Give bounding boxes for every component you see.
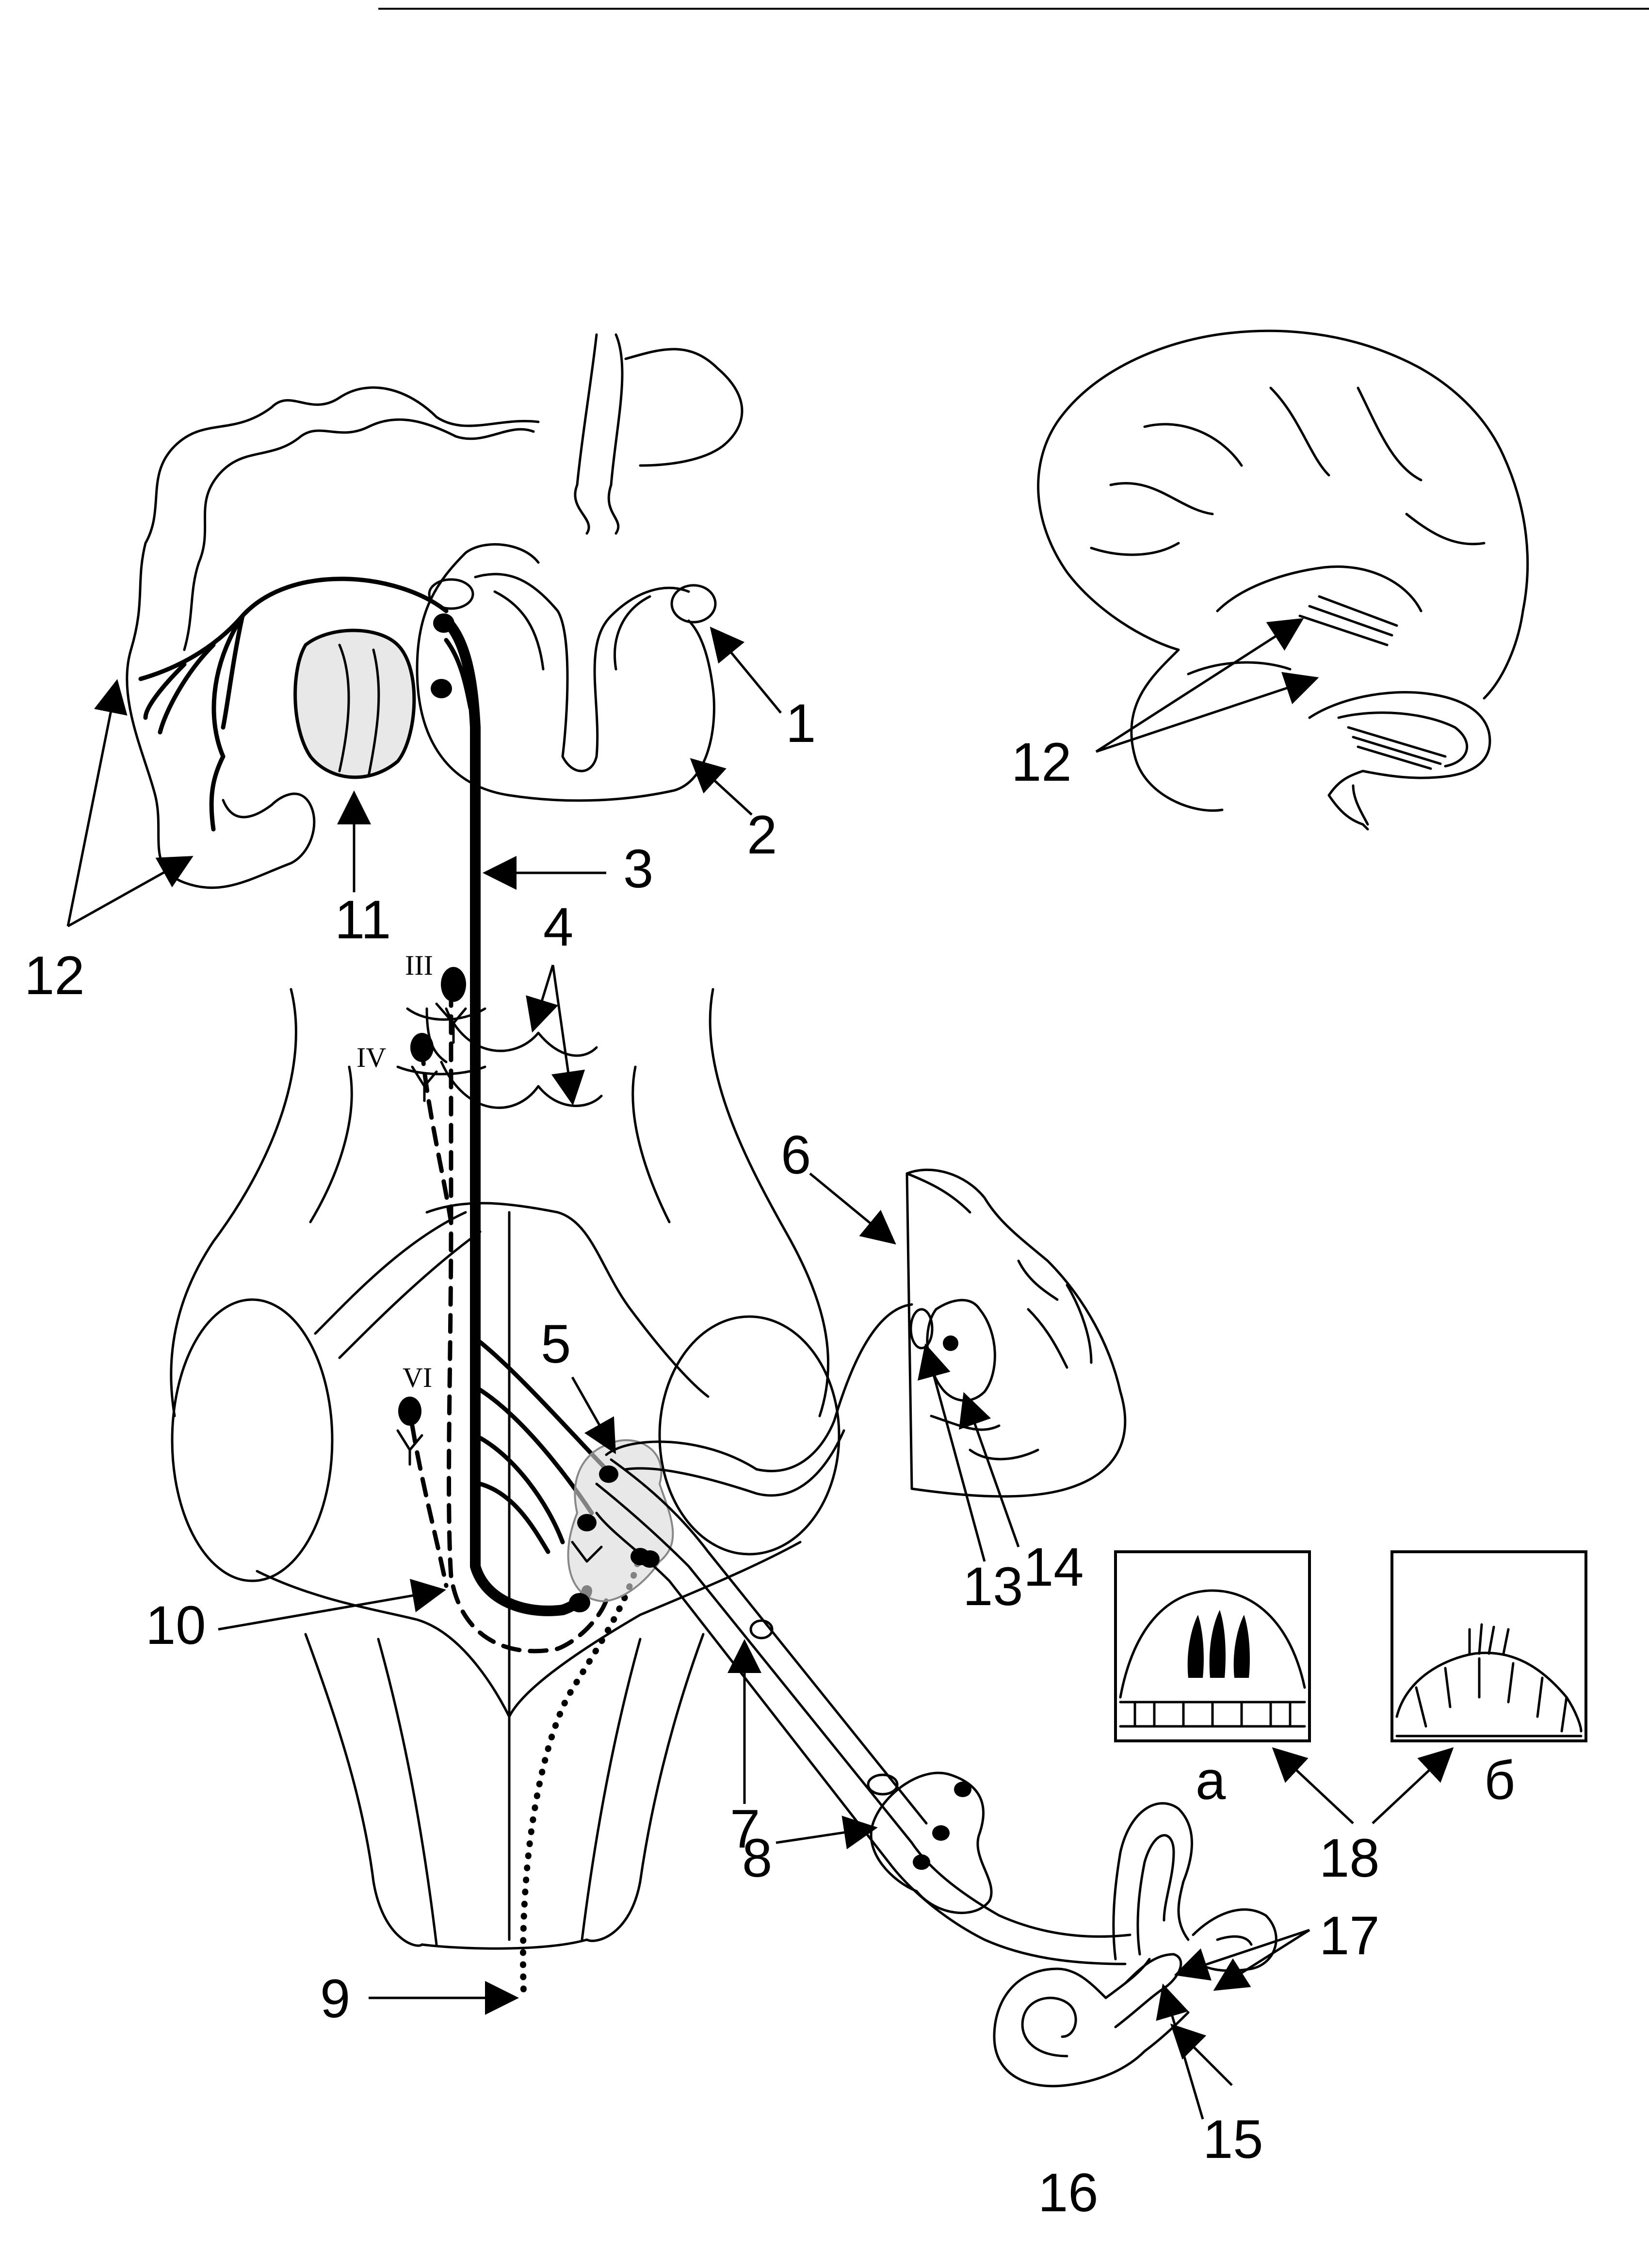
label-3: 3 — [623, 838, 653, 899]
label-7: 7 — [730, 1799, 760, 1859]
label-17: 17 — [1319, 1905, 1380, 1966]
label-13: 13 — [963, 1556, 1023, 1617]
label-14: 14 — [1023, 1537, 1084, 1597]
inset-b — [1390, 1550, 1587, 1742]
brain-coronal-section — [126, 333, 744, 889]
label-15: 15 — [1203, 2109, 1263, 2170]
pons-left-oval — [171, 1298, 334, 1582]
label-12-right: 12 — [1011, 732, 1072, 792]
leader-arrows — [66, 618, 1454, 2120]
inset-label-a: а — [1196, 1750, 1226, 1811]
nucleus-label-VI: VI — [403, 1362, 432, 1393]
label-2: 2 — [747, 804, 777, 865]
nucleus-label-IV: IV — [356, 1042, 386, 1073]
label-6: 6 — [781, 1125, 811, 1185]
label-1: 1 — [786, 693, 816, 754]
pathways — [396, 613, 1132, 2001]
pons-right-oval — [658, 1315, 841, 1556]
label-4: 4 — [543, 897, 573, 957]
brainstem — [170, 988, 841, 1950]
label-5: 5 — [541, 1314, 571, 1374]
inset-label-b: б — [1484, 1750, 1515, 1811]
vestibular-ganglion — [870, 1771, 993, 1914]
neuron-group — [398, 613, 971, 1870]
inset-a — [1114, 1550, 1311, 1742]
label-12-left: 12 — [24, 945, 85, 1006]
lateral-brain-view — [1037, 329, 1529, 831]
thalamus-block — [293, 628, 416, 779]
label-18: 18 — [1319, 1828, 1380, 1888]
label-11: 11 — [335, 889, 391, 950]
inner-ear-labyrinth — [993, 1802, 1277, 2088]
label-9: 9 — [320, 1968, 350, 2029]
cerebellum-fragment — [905, 1168, 1127, 1498]
nucleus-label-III: III — [405, 949, 433, 981]
label-10: 10 — [146, 1595, 206, 1656]
label-16: 16 — [1038, 2162, 1099, 2223]
label-8: 8 — [742, 1828, 772, 1888]
